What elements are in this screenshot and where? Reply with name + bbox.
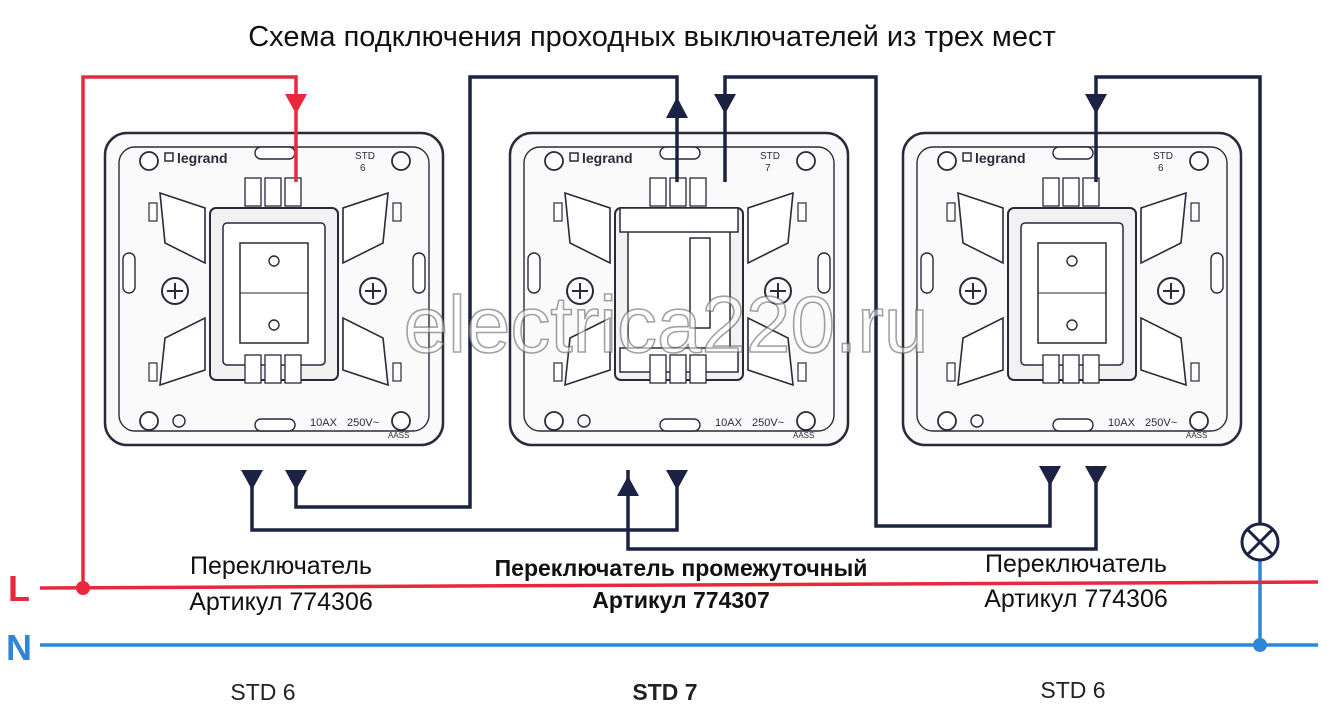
brand-label: legrand <box>177 150 228 166</box>
mounting-hole <box>796 411 816 431</box>
diagram-title: Схема подключения проходных выключателей… <box>248 21 1056 53</box>
terminal-block <box>1082 177 1100 207</box>
terminal-block <box>649 354 667 384</box>
arrow-icon <box>241 470 263 490</box>
legrand-logo-icon <box>962 152 972 162</box>
model-code: STD <box>1153 151 1173 162</box>
arrow-icon <box>1039 466 1061 486</box>
arrow-icon <box>285 470 307 490</box>
mounting-hole <box>544 151 564 171</box>
rating-voltage: 250V~ <box>752 417 784 429</box>
legrand-logo-icon <box>164 152 174 162</box>
arrow-icon <box>285 94 307 114</box>
mark-label: AASS <box>1186 431 1207 440</box>
traveler-wire-1 <box>250 470 679 532</box>
terminal-block <box>1042 177 1060 207</box>
mounting-hole <box>937 411 957 431</box>
terminal-block <box>264 177 282 207</box>
arrow-icon <box>666 97 688 118</box>
traveler-wire-2 <box>294 75 679 509</box>
phase-label: L <box>8 568 30 609</box>
terminal-block <box>669 177 687 207</box>
mounting-hole <box>937 151 957 171</box>
mounting-hole <box>391 411 411 431</box>
lamp-feed-wire <box>1094 75 1262 524</box>
neutral-label: N <box>6 627 32 668</box>
terminal-block <box>284 354 302 384</box>
switch-2-bottom-label: STD 7 <box>632 679 697 705</box>
brand-label: legrand <box>975 150 1026 166</box>
terminal-block <box>1042 354 1060 384</box>
terminal-block <box>244 354 262 384</box>
arrow-icon <box>714 94 736 114</box>
arrow-icon <box>617 476 639 496</box>
neutral-junction-dot <box>1253 638 1267 652</box>
phase-junction-dot <box>76 581 90 595</box>
terminal-block <box>244 177 262 207</box>
switch-3-name: Переключатель <box>985 550 1167 578</box>
lamp-icon <box>1240 522 1280 562</box>
terminal-block <box>689 354 707 384</box>
arrow-icon <box>1085 94 1107 114</box>
phase-bus-line <box>39 580 1319 590</box>
phase-feed-wire <box>81 75 298 588</box>
arrow-icon <box>1085 466 1107 486</box>
rating-voltage: 250V~ <box>1145 417 1177 429</box>
switch-3-article: Артикул 774306 <box>984 585 1168 613</box>
traveler-wire-4 <box>626 470 1098 551</box>
terminal-block <box>284 177 302 207</box>
indicator-symbol-icon <box>970 414 984 428</box>
arrows <box>241 94 1107 496</box>
mounting-hole <box>1189 411 1209 431</box>
mark-label: AASS <box>793 431 814 440</box>
mark-label: AASS <box>388 431 409 440</box>
switch-1-article: Артикул 774306 <box>189 588 373 616</box>
model-number: 7 <box>765 163 771 174</box>
model-code: STD <box>355 151 375 162</box>
indicator-symbol-icon <box>172 414 186 428</box>
rating-current: 10AX <box>310 417 338 429</box>
mounting-hole <box>139 151 159 171</box>
switch-2-name: Переключатель промежуточный <box>495 555 868 581</box>
brand-label: legrand <box>582 150 633 166</box>
rating-current: 10AX <box>1108 417 1136 429</box>
terminal-block <box>1062 354 1080 384</box>
rating-voltage: 250V~ <box>347 417 379 429</box>
switch-3-bottom-label: STD 6 <box>1040 677 1105 703</box>
watermark-text: electrica220.ru <box>404 280 929 369</box>
mounting-hole <box>1189 151 1209 171</box>
mounting-hole <box>139 411 159 431</box>
mounting-hole <box>544 411 564 431</box>
rating-current: 10AX <box>715 417 743 429</box>
terminal-block <box>689 177 707 207</box>
terminal-block <box>1082 354 1100 384</box>
mounting-hole <box>391 151 411 171</box>
terminal-block <box>649 177 667 207</box>
switch-2-article: Артикул 774307 <box>592 587 770 613</box>
indicator-symbol-icon <box>577 414 591 428</box>
terminal-block <box>1062 177 1080 207</box>
wires <box>81 75 1262 645</box>
model-number: 6 <box>360 163 366 174</box>
mounting-hole <box>796 151 816 171</box>
model-code: STD <box>760 151 780 162</box>
terminal-block <box>669 354 687 384</box>
model-number: 6 <box>1158 163 1164 174</box>
switch-labels: Переключатель Артикул 774306 Переключате… <box>189 550 1168 705</box>
switch-1-bottom-label: STD 6 <box>230 679 295 705</box>
terminal-block <box>264 354 282 384</box>
arrow-icon <box>666 470 688 490</box>
legrand-logo-icon <box>569 152 579 162</box>
switch-1-name: Переключатель <box>190 552 372 580</box>
